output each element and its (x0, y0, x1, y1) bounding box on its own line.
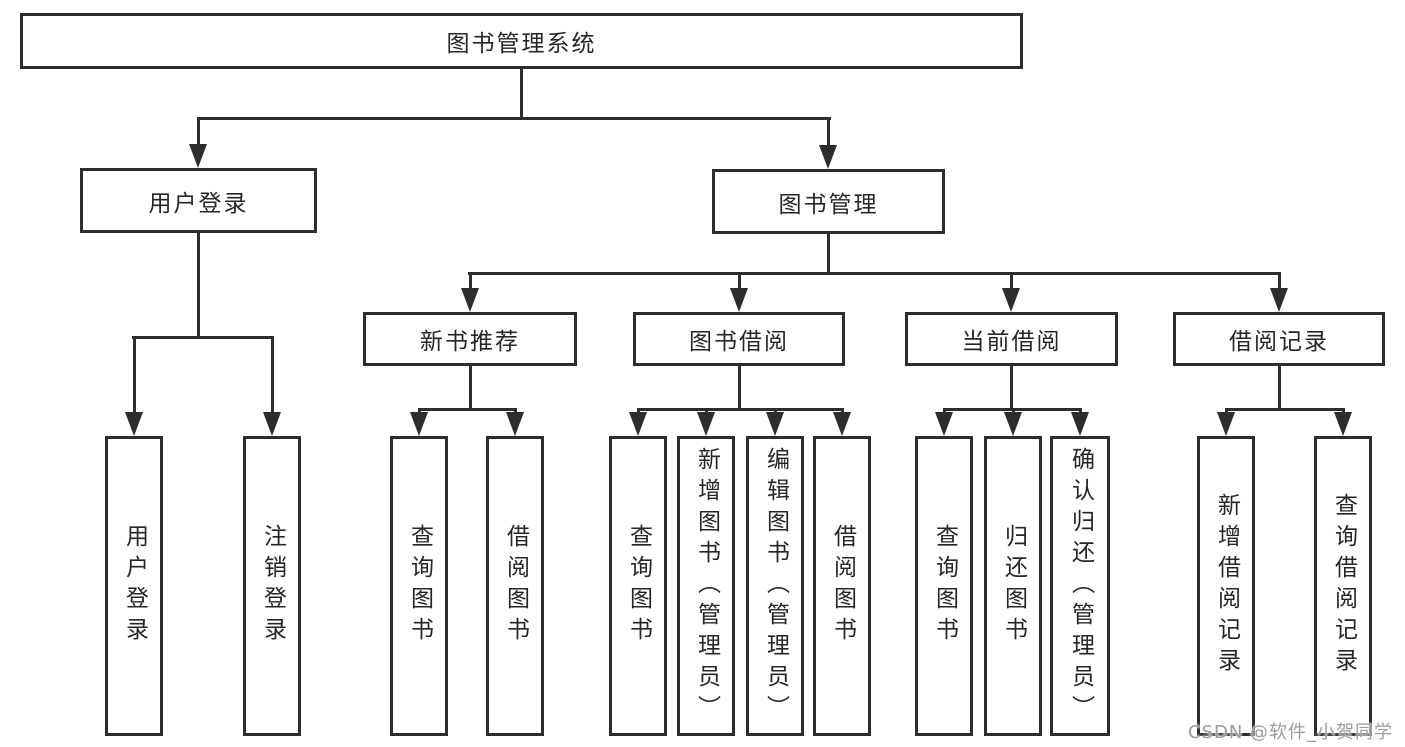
connector-user-login-stem (197, 233, 200, 339)
leaf-label: 新增借阅记录 (1213, 493, 1240, 679)
node-borrow-records: 借阅记录 (1173, 312, 1385, 366)
connector-book-mgmt-stem (827, 234, 830, 275)
connector-new-book-bar (418, 408, 517, 411)
node-label: 当前借阅 (961, 329, 1062, 355)
connector-user-login-bar (132, 336, 274, 339)
connector-book-mgmt-bar (468, 272, 1281, 275)
connector-drop-current-borrow-stem (1010, 272, 1013, 292)
connector-drop-book-borrow-stem (738, 272, 741, 292)
arrowhead-leaf-logout (263, 412, 281, 436)
node-label: 用户登录 (148, 190, 249, 217)
leaf-query-books-current: 查询图书 (915, 436, 973, 736)
connector-borrow-records-bar (1225, 408, 1344, 411)
node-book-borrowing: 图书借阅 (633, 312, 845, 366)
leaf-label: 借阅图书 (829, 524, 856, 648)
connector-book-borrow-stem (738, 366, 741, 411)
arrowhead-return-books (1004, 412, 1022, 436)
connector-book-borrow-bar (637, 408, 844, 411)
arrowhead-new-book (461, 288, 479, 312)
leaf-label: 借阅图书 (502, 524, 529, 648)
leaf-label: 用户登录 (121, 524, 148, 648)
arrowhead-current-borrow (1002, 288, 1020, 312)
arrowhead-borrow-books-1 (506, 412, 524, 436)
arrowhead-user-login (189, 144, 207, 168)
node-label: 图书管理 (778, 191, 879, 218)
arrowhead-edit-books (766, 412, 784, 436)
node-root-library-system: 图书管理系统 (20, 13, 1023, 69)
arrowhead-query-books-2 (629, 412, 647, 436)
leaf-query-books-borrowing: 查询图书 (609, 436, 667, 736)
arrowhead-book-mgmt (819, 145, 837, 169)
leaf-user-login: 用户登录 (105, 436, 163, 736)
connector-new-book-stem (469, 366, 472, 411)
node-label: 图书管理系统 (446, 31, 597, 57)
node-label: 新书推荐 (420, 329, 520, 355)
leaf-add-books-admin: 新增图书（管理员） (677, 436, 735, 736)
leaf-borrow-books-newbook: 借阅图书 (486, 436, 544, 736)
leaf-label: 编辑图书（管理员） (762, 446, 789, 726)
connector-current-borrow-stem (1010, 366, 1013, 411)
node-book-management: 图书管理 (712, 169, 945, 234)
leaf-confirm-return-admin: 确认归还（管理员） (1050, 436, 1110, 736)
leaf-label: 查询图书 (931, 524, 958, 648)
arrowhead-query-borrow-record (1334, 412, 1352, 436)
node-user-login: 用户登录 (80, 168, 317, 233)
arrowhead-borrow-records (1270, 288, 1288, 312)
arrowhead-query-books-1 (410, 412, 428, 436)
leaf-borrow-books-borrowing: 借阅图书 (813, 436, 871, 736)
arrowhead-book-borrow (730, 288, 748, 312)
leaf-label: 查询借阅记录 (1330, 493, 1357, 679)
connector-drop-borrow-records-stem (1278, 272, 1281, 292)
leaf-label: 新增图书（管理员） (693, 446, 720, 726)
connector-borrow-records-stem (1278, 366, 1281, 411)
leaf-label: 确认归还（管理员） (1067, 446, 1094, 726)
arrowhead-borrow-books-2 (833, 412, 851, 436)
connector-root-bar (197, 117, 831, 120)
leaf-logout: 注销登录 (243, 436, 301, 736)
arrowhead-query-books-3 (935, 412, 953, 436)
node-label: 图书借阅 (689, 329, 789, 355)
csdn-watermark: CSDN @软件_小贺同学 (1188, 722, 1394, 743)
node-current-borrowing: 当前借阅 (905, 312, 1118, 366)
leaf-return-books: 归还图书 (984, 436, 1042, 736)
leaf-query-borrow-record: 查询借阅记录 (1314, 436, 1372, 736)
connector-drop-leaf-logout-stem (271, 336, 274, 416)
arrowhead-confirm-return (1071, 412, 1089, 436)
connector-drop-book-mgmt-stem (827, 117, 830, 148)
connector-drop-new-book-stem (469, 272, 472, 292)
node-label: 借阅记录 (1229, 329, 1329, 355)
leaf-label: 查询图书 (406, 524, 433, 648)
arrowhead-add-books (697, 412, 715, 436)
leaf-edit-books-admin: 编辑图书（管理员） (746, 436, 804, 736)
connector-root-stem (520, 69, 523, 119)
leaf-add-borrow-record: 新增借阅记录 (1197, 436, 1255, 736)
leaf-label: 查询图书 (625, 524, 652, 648)
connector-drop-user-login-stem (197, 117, 200, 148)
arrowhead-add-borrow-record (1217, 412, 1235, 436)
node-new-book-recommend: 新书推荐 (363, 312, 577, 366)
leaf-query-books-newbook: 查询图书 (390, 436, 448, 736)
arrowhead-leaf-login (125, 412, 143, 436)
connector-drop-leaf-login-stem (133, 336, 136, 416)
leaf-label: 注销登录 (259, 524, 286, 648)
leaf-label: 归还图书 (1000, 524, 1027, 648)
